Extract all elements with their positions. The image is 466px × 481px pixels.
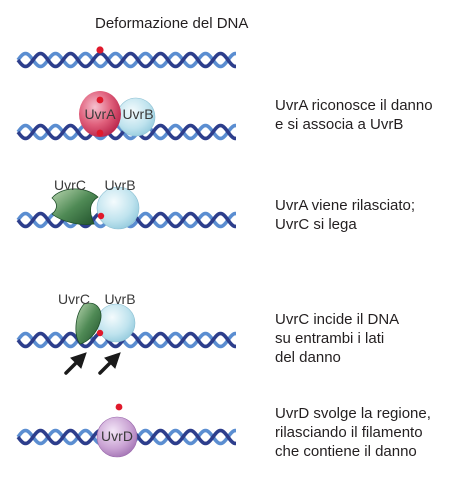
uvrb-label: UvrB — [104, 291, 135, 307]
uvrc-uvrb-incision: UvrC UvrB — [58, 291, 136, 375]
caption-line: del danno — [275, 349, 341, 366]
dna-helix-1 — [16, 51, 236, 69]
uvra-uvrb-complex: UvrA UvrB — [79, 91, 156, 137]
step-3-caption: UvrC incide il DNA su entrambi i lati de… — [275, 310, 399, 367]
damage-marker — [96, 46, 104, 54]
dna-strand-back — [16, 123, 236, 141]
step-2-caption: UvrA viene rilasciato; UvrC si lega — [275, 196, 415, 234]
uvrc-protein — [51, 188, 99, 225]
incision-arrow-left — [64, 352, 87, 375]
damage-marker — [96, 329, 104, 337]
diagram-title: Deformazione del DNA — [95, 15, 249, 32]
uvrb-label: UvrB — [104, 177, 135, 193]
uvrc-uvrb-complex: UvrC UvrB — [51, 177, 140, 230]
uvrb-protein — [96, 303, 136, 343]
damage-marker — [115, 403, 123, 411]
uvrb-protein — [96, 186, 140, 230]
uvrd-label: UvrD — [101, 428, 133, 444]
caption-line: UvrC si lega — [275, 216, 357, 233]
damage-marker — [96, 96, 104, 104]
step-1-caption: UvrA riconosce il danno e si associa a U… — [275, 96, 433, 134]
dna-strand-back — [16, 51, 236, 69]
uvrd-protein — [96, 416, 138, 458]
incision-arrow-right — [98, 352, 121, 375]
damage-marker — [97, 212, 105, 220]
uvrd-complex: UvrD — [96, 403, 138, 458]
uvrc-label: UvrC — [58, 291, 90, 307]
caption-line: UvrD svolge la regione, — [275, 405, 431, 422]
uvrc-label: UvrC — [54, 177, 86, 193]
caption-line: che contiene il danno — [275, 443, 417, 460]
caption-line: rilasciando il filamento — [275, 424, 423, 441]
caption-line: e si associa a UvrB — [275, 116, 404, 133]
caption-line: UvrC incide il DNA — [275, 311, 400, 328]
uvrb-label: UvrB — [122, 106, 153, 122]
caption-line: su entrambi i lati — [275, 330, 385, 347]
dna-strand-back — [16, 331, 236, 349]
caption-line: UvrA riconosce il danno — [275, 97, 433, 114]
caption-line: UvrA viene rilasciato; — [275, 197, 416, 214]
step-4-caption: UvrD svolge la regione, rilasciando il f… — [275, 404, 431, 461]
damage-marker — [96, 129, 104, 137]
uvrc-protein — [75, 302, 102, 345]
dna-strand-front — [16, 51, 236, 69]
uvra-protein — [79, 91, 121, 137]
uvra-label: UvrA — [84, 106, 116, 122]
